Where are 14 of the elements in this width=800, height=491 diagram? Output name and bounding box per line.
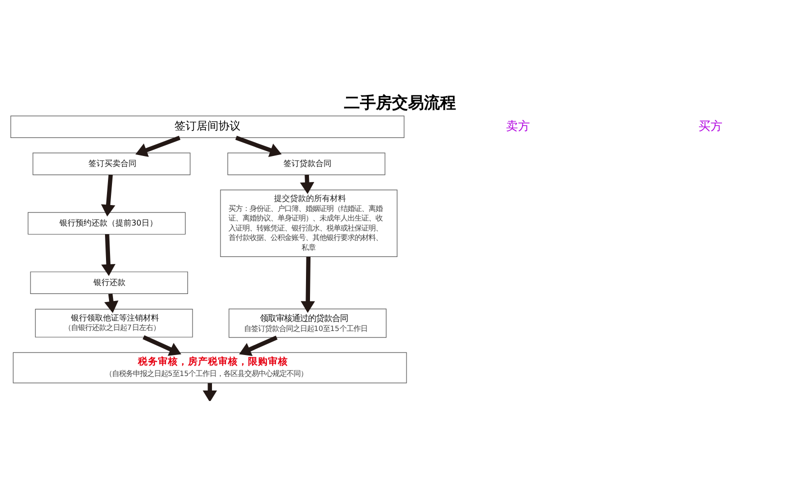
- arrow: [135, 135, 180, 156]
- arrow: [142, 334, 182, 356]
- arrow: [239, 335, 278, 356]
- diagram-title: 二手房交易流程: [344, 92, 456, 112]
- arrow: [300, 174, 314, 194]
- arrow: [300, 256, 315, 312]
- arrow: [101, 174, 116, 216]
- arrow: [104, 293, 118, 312]
- arrow: [202, 382, 217, 400]
- arrow: [235, 135, 282, 157]
- label: 买方: [698, 118, 723, 132]
- arrow: [101, 234, 116, 276]
- label: 卖方: [506, 118, 530, 132]
- node-box: 签订居间协议: [10, 115, 404, 138]
